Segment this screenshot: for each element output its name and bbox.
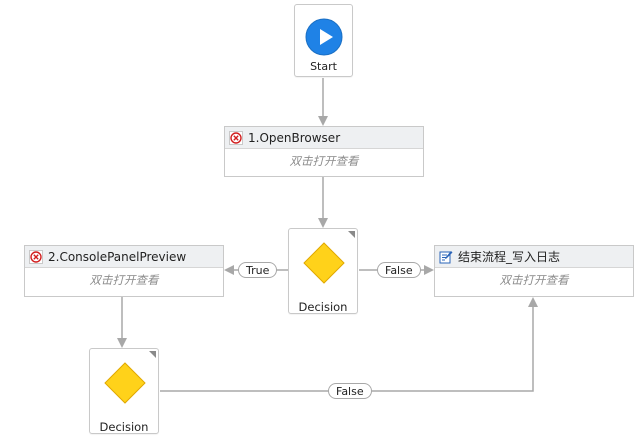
activity-hint: 双击打开查看	[499, 273, 569, 287]
edit-note-icon	[439, 250, 453, 263]
activity-header: 2.ConsolePanelPreview	[25, 246, 223, 268]
arrowhead-up-end	[528, 297, 538, 307]
activity-header: 结束流程_写入日志	[435, 246, 633, 268]
activity-title: 结束流程_写入日志	[458, 250, 561, 264]
activity-title: 1.OpenBrowser	[248, 130, 341, 145]
arrowhead-down-openbrowser	[318, 116, 328, 126]
activity-open-browser[interactable]: 1.OpenBrowser 双击打开查看	[224, 126, 424, 177]
decision-label: Decision	[298, 300, 348, 314]
decision-diamond-icon	[104, 362, 146, 404]
activity-title: 2.ConsolePanelPreview	[48, 249, 187, 264]
start-label: Start	[310, 60, 337, 73]
edge-label-false[interactable]: False	[377, 262, 421, 278]
play-icon	[305, 18, 343, 56]
activity-hint: 双击打开查看	[289, 154, 359, 168]
edge-label-false-bottom[interactable]: False	[328, 383, 372, 399]
arrowhead-left-console	[224, 265, 234, 275]
decision-node-1[interactable]: Decision	[288, 228, 358, 314]
arrowhead-right-end	[424, 265, 434, 275]
decision-label: Decision	[99, 420, 149, 434]
activity-console-panel-preview[interactable]: 2.ConsolePanelPreview 双击打开查看	[24, 245, 224, 297]
error-circle-icon	[229, 130, 243, 145]
error-circle-icon	[29, 249, 43, 264]
decision-node-2[interactable]: Decision	[89, 348, 159, 434]
activity-end-flow-write-log[interactable]: 结束流程_写入日志 双击打开查看	[434, 245, 634, 297]
decision-diamond-icon	[303, 242, 345, 284]
start-node[interactable]: Start	[294, 4, 353, 77]
activity-header: 1.OpenBrowser	[225, 127, 423, 149]
arrowhead-down-decision2	[117, 338, 127, 348]
corner-marker-icon	[149, 351, 156, 358]
corner-marker-icon	[348, 231, 355, 238]
arrowhead-down-decision	[318, 218, 328, 228]
connector-decision2-false-to-end	[160, 307, 534, 392]
activity-hint: 双击打开查看	[89, 273, 159, 287]
edge-label-true[interactable]: True	[238, 262, 278, 278]
